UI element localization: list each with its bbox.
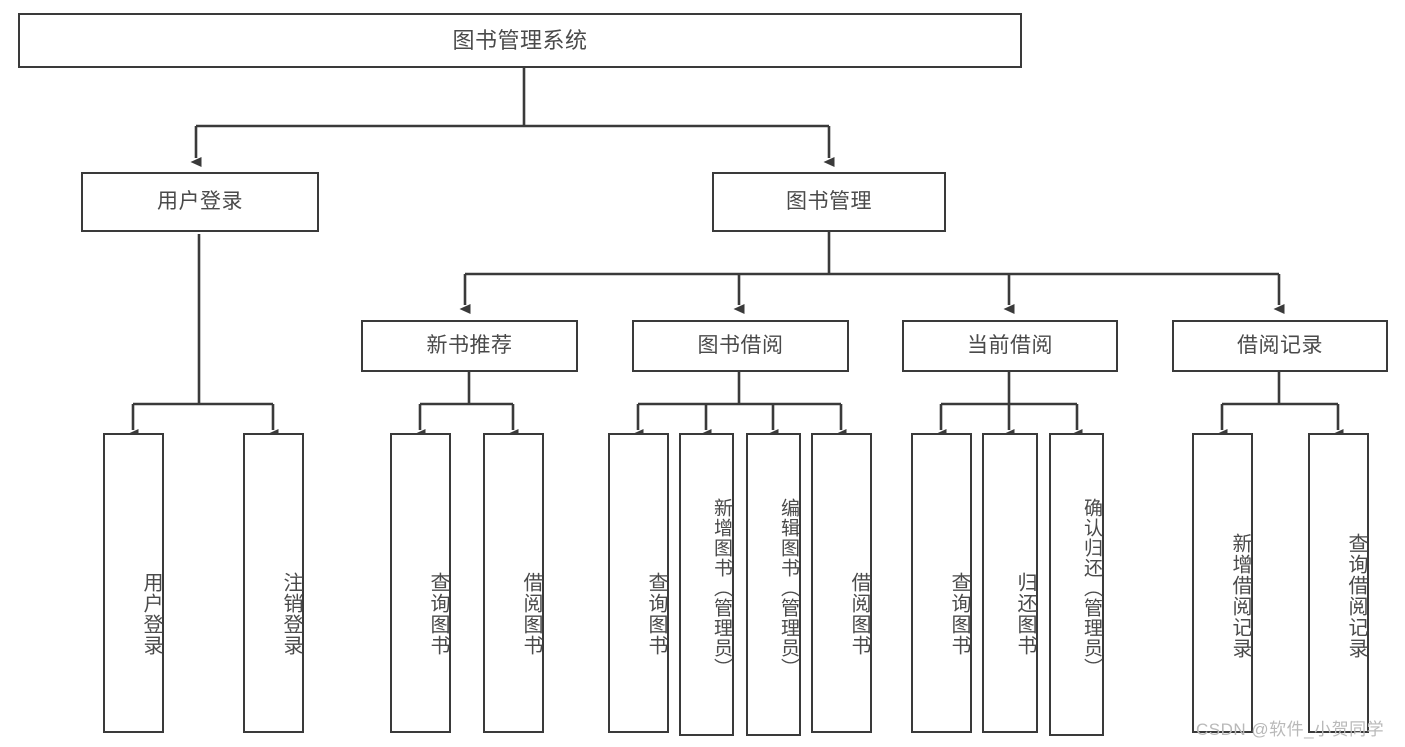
- node-label: 借阅图书: [520, 572, 542, 656]
- node-label: 查询图书: [645, 572, 667, 656]
- leaf-borrow-book-1[interactable]: 借阅图书: [483, 433, 544, 733]
- node-label: 图书管理系统: [452, 27, 588, 53]
- leaf-user-logout[interactable]: 注销登录: [243, 433, 304, 733]
- node-label: 用户登录: [157, 189, 243, 213]
- node-label: 用户登录: [140, 572, 162, 656]
- leaf-query-book-3[interactable]: 查询图书: [911, 433, 972, 733]
- node-label: 图书借阅: [697, 333, 784, 357]
- leaf-query-book-2[interactable]: 查询图书: [608, 433, 669, 733]
- node-label: 当前借阅: [967, 333, 1053, 357]
- node-label: 确认归还（管理员）: [1081, 497, 1102, 678]
- node-label: 新增借阅记录: [1229, 533, 1251, 659]
- node-label: 新书推荐: [426, 333, 513, 357]
- node-label: 查询图书: [427, 572, 449, 656]
- node-label: 借阅图书: [848, 572, 870, 656]
- leaf-return-book[interactable]: 归还图书: [982, 433, 1038, 733]
- node-book-borrow[interactable]: 图书借阅: [632, 320, 849, 372]
- leaf-add-record[interactable]: 新增借阅记录: [1192, 433, 1253, 733]
- node-label: 借阅记录: [1237, 333, 1323, 357]
- node-label: 查询图书: [948, 572, 970, 656]
- node-label: 注销登录: [280, 572, 302, 656]
- node-user-login[interactable]: 用户登录: [81, 172, 319, 232]
- node-label: 编辑图书（管理员）: [778, 497, 799, 678]
- leaf-edit-book[interactable]: 编辑图书（管理员）: [746, 433, 801, 736]
- node-borrow-record[interactable]: 借阅记录: [1172, 320, 1388, 372]
- leaf-query-record[interactable]: 查询借阅记录: [1308, 433, 1369, 733]
- csdn-watermark: CSDN @软件_小贺同学: [1196, 720, 1385, 739]
- node-label: 归还图书: [1014, 572, 1036, 656]
- leaf-user-login[interactable]: 用户登录: [103, 433, 164, 733]
- node-label: 查询借阅记录: [1345, 533, 1367, 659]
- node-new-book-recommend[interactable]: 新书推荐: [361, 320, 578, 372]
- node-book-management[interactable]: 图书管理: [712, 172, 946, 232]
- leaf-query-book-1[interactable]: 查询图书: [390, 433, 451, 733]
- leaf-borrow-book-2[interactable]: 借阅图书: [811, 433, 872, 733]
- node-label: 新增图书（管理员）: [711, 497, 732, 678]
- node-label: 图书管理: [786, 189, 872, 213]
- node-current-borrow[interactable]: 当前借阅: [902, 320, 1118, 372]
- leaf-add-book[interactable]: 新增图书（管理员）: [679, 433, 734, 736]
- node-root-system[interactable]: 图书管理系统: [18, 13, 1022, 68]
- leaf-confirm-return[interactable]: 确认归还（管理员）: [1049, 433, 1104, 736]
